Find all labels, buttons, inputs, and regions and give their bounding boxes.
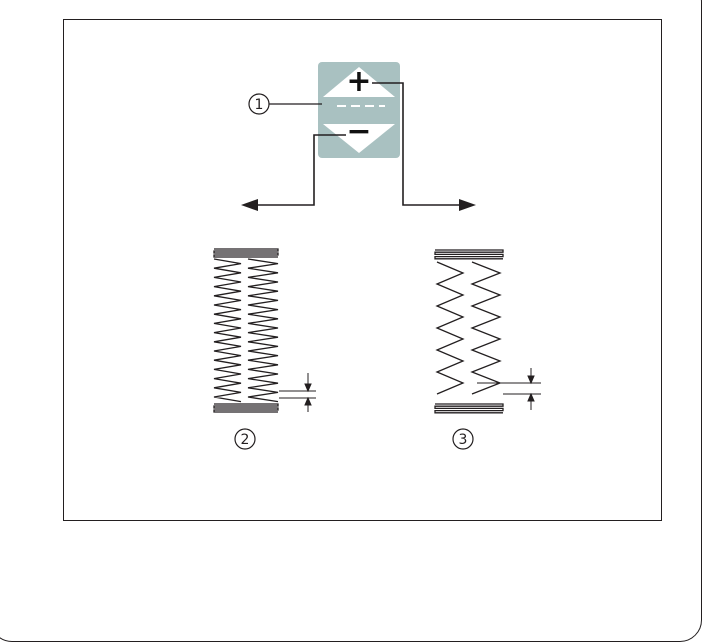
- open-buttonhole-stitch: [435, 250, 503, 413]
- open-right-column: [472, 262, 500, 394]
- callout-1-number: 1: [255, 97, 264, 113]
- arrow-left-icon: [241, 199, 258, 211]
- callout-3-number: 3: [459, 432, 468, 448]
- dense-buttonhole-stitch: [214, 249, 278, 412]
- open-left-column: [437, 262, 463, 394]
- minus-symbol: −: [346, 114, 371, 149]
- dense-top-bartack: [214, 249, 278, 257]
- plus-symbol: +: [346, 64, 371, 99]
- dense-bottom-bartack: [214, 404, 278, 412]
- arrow-right-icon: [459, 199, 476, 211]
- dense-stitch-length-marker: [279, 373, 316, 412]
- dense-left-column: [214, 259, 241, 402]
- dense-right-column: [248, 259, 278, 402]
- open-bottom-bartack: [435, 404, 503, 413]
- open-top-bartack: [435, 250, 503, 259]
- callout-2-number: 2: [241, 432, 250, 448]
